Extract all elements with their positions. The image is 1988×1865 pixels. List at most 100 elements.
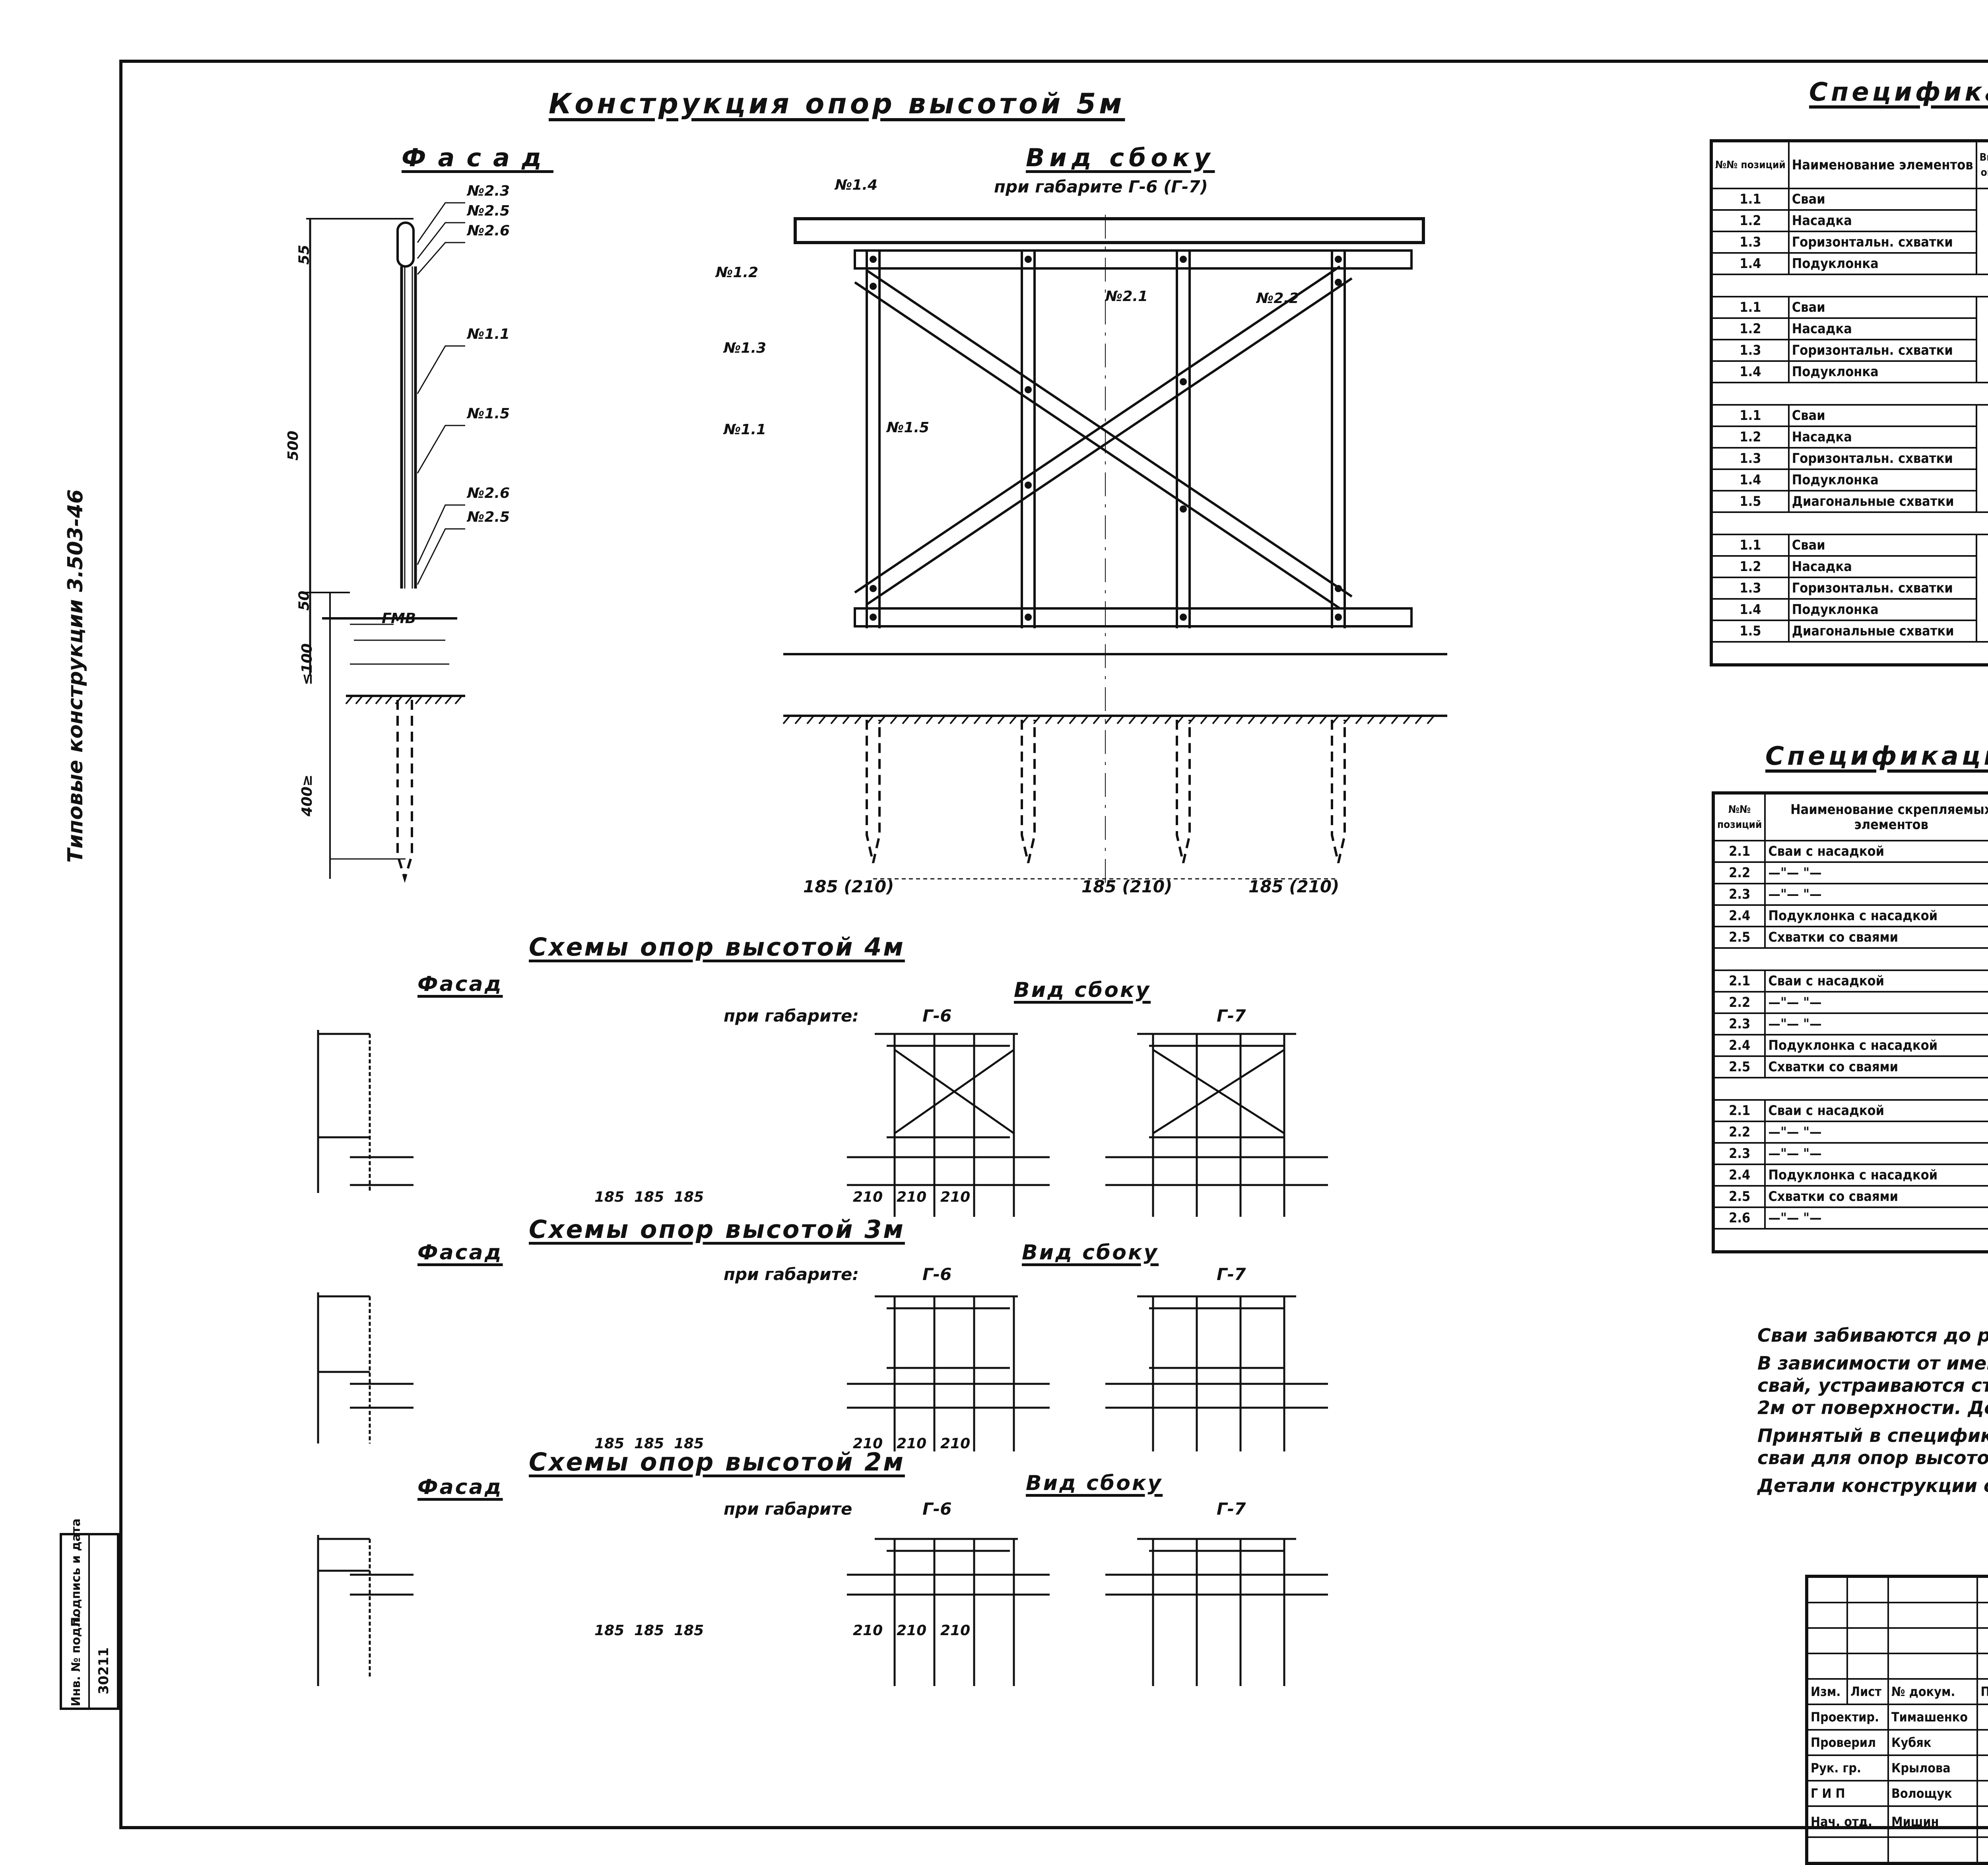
table-cell: Сваи	[1788, 534, 1977, 557]
total-label: Итого:	[1710, 382, 1988, 406]
side-view-5m-drawing	[782, 215, 1447, 883]
table-cell: Насадка	[1788, 555, 1977, 578]
scheme-2m-g6-span-2: 185	[634, 1622, 664, 1639]
col-pos: №№ позиций	[1710, 140, 1790, 189]
table-row: 2.3—"— "—ерш1015015012121.01.0	[1712, 1142, 1988, 1165]
drawing-frame	[119, 60, 1988, 1829]
table-cell: Горизонтальн. схватки	[1788, 577, 1977, 600]
scheme-2m-g7-span-2: 210	[897, 1622, 927, 1639]
scheme-3m-side-label: Вид сбоку	[1022, 1241, 1159, 1265]
table-cell: —"— "—	[1764, 883, 1988, 906]
col-name: Наименование элементов	[1788, 140, 1977, 189]
facade-title: Фасад	[402, 143, 553, 172]
scheme-4m-g6-span-2: 185	[634, 1189, 664, 1205]
table-cell: 2.2	[1712, 861, 1766, 884]
metal-spec-table: №№ позиций Наименование скрепляемых элем…	[1712, 791, 1988, 1253]
table-cell: 1.3	[1710, 339, 1790, 362]
total-row: Итого:3.13.6	[1710, 382, 1988, 406]
scheme-4m-side-label: Вид сбоку	[1014, 978, 1151, 1002]
scheme-3m-g6-span-2: 185	[634, 1436, 664, 1452]
scheme-3m-facade-label: Фасад	[417, 1241, 503, 1265]
table-cell: —"— "—	[1764, 861, 1988, 884]
table-cell: 2.5	[1712, 1055, 1766, 1078]
role-checker: Проверил	[1806, 1729, 1889, 1756]
marker-1-5-side: №1.5	[887, 420, 930, 436]
total-row: Итого:16.616.8	[1712, 1077, 1988, 1101]
table-row: 2.2—"— "—накл.6×50500500444.54.5	[1712, 1121, 1988, 1144]
scheme-2m-g6-span-1: 185	[594, 1622, 625, 1639]
table-cell: Подуклонка с насадкой	[1764, 904, 1988, 927]
marker-1-3: №1.3	[724, 340, 767, 356]
facade-dim-55: 55	[296, 245, 313, 265]
marker-2-3: №2.3	[467, 183, 510, 199]
table-row: 2.3—"— "—ерш1015015012121.01.0	[1712, 1012, 1988, 1035]
table-cell: 1.5	[1710, 490, 1790, 513]
table-cell: Схватки со сваями	[1764, 1055, 1988, 1078]
total-label: Итого:	[1710, 511, 1988, 535]
table-cell: 2.4	[1712, 1034, 1766, 1057]
marker-2-5: №2.5	[467, 203, 510, 219]
table-cell: 1.2	[1710, 209, 1790, 232]
col-header-sheet: Лист	[1846, 1678, 1889, 1705]
table-cell: 2.5	[1712, 1185, 1766, 1208]
signature-checker	[1976, 1729, 1988, 1756]
scheme-4m-g6-span-1: 185	[594, 1189, 625, 1205]
scheme-2m-g7-span-1: 210	[853, 1622, 883, 1639]
inventory-number: 30211	[96, 1647, 112, 1694]
table-cell: Схватки со сваями	[1764, 1185, 1988, 1208]
timber-spec-body: 1.1Сваи2бревно262670070041.721.861.2Наса…	[1710, 188, 1988, 666]
span-3: 185 (210)	[1248, 877, 1340, 896]
table-cell: 2.2	[1712, 991, 1766, 1014]
scheme-4m-g7-span-2: 210	[897, 1189, 927, 1205]
marker-2-6-lower: №2.6	[467, 485, 510, 501]
side-stamp-text: Типовые конструкции 3.503-46	[64, 489, 87, 863]
table-cell: Подуклонка	[1788, 252, 1977, 275]
scheme-4m-drawing	[317, 1030, 1328, 1217]
table-cell: 1.3	[1710, 577, 1790, 600]
total-label: Итого:	[1712, 1228, 1988, 1253]
table-row: 2.2—"— "—накл.6×50500500444.54.5	[1712, 861, 1988, 884]
scheme-3m-g6: Г-6	[922, 1265, 952, 1284]
span-1: 185 (210)	[803, 877, 894, 896]
scheme-4m-title: Схемы опор высотой 4м	[529, 932, 905, 962]
scheme-3m-g6-span-3: 185	[674, 1436, 704, 1452]
scheme-2m-side-label: Вид сбоку	[1026, 1471, 1163, 1495]
inventory-labels-column	[62, 1535, 90, 1708]
table-row: 2.2—"— "—накл.6×50500500444.54.5	[1712, 991, 1988, 1014]
table-cell: 2.3	[1712, 883, 1766, 906]
table-cell: 1.3	[1710, 447, 1790, 470]
table-cell: 2.4	[1712, 904, 1766, 927]
marker-1-1-side: №1.1	[724, 422, 767, 438]
total-row: Итого:2.63.1	[1710, 274, 1988, 297]
table-cell: Схватки со сваями	[1764, 926, 1988, 949]
scheme-3m-drawing	[317, 1292, 1328, 1451]
scheme-3m-g7-span-3: 210	[940, 1436, 971, 1452]
marker-2-5-lower: №2.5	[467, 509, 510, 525]
signature-group-lead	[1976, 1754, 1988, 1781]
total-row: Итого:12.112.3	[1712, 947, 1988, 971]
role-group-lead: Рук. гр.	[1806, 1754, 1889, 1781]
table-cell: Насадка	[1788, 317, 1977, 340]
span-2: 185 (210)	[1081, 877, 1173, 896]
main-title: Конструкция опор высотой 5м	[549, 87, 1125, 120]
marker-2-2: №2.2	[1256, 290, 1299, 307]
table-row: 1.4Подуклонкабрус15×1015×1074084010.080.…	[1710, 360, 1988, 383]
table-row: 1.4Подуклонкабрус15×1015×1074084010.080.…	[1710, 252, 1988, 275]
table-cell: 2.1	[1712, 1099, 1766, 1122]
table-row: 1.4Подуклонкабрус15×1015×1074084010.080.…	[1710, 598, 1988, 621]
height-cell: 2	[1975, 188, 1988, 275]
table-cell: Горизонтальн. схватки	[1788, 231, 1977, 254]
scheme-3m-title: Схемы опор высотой 3м	[529, 1215, 905, 1244]
total-label: Итого:	[1712, 947, 1988, 971]
